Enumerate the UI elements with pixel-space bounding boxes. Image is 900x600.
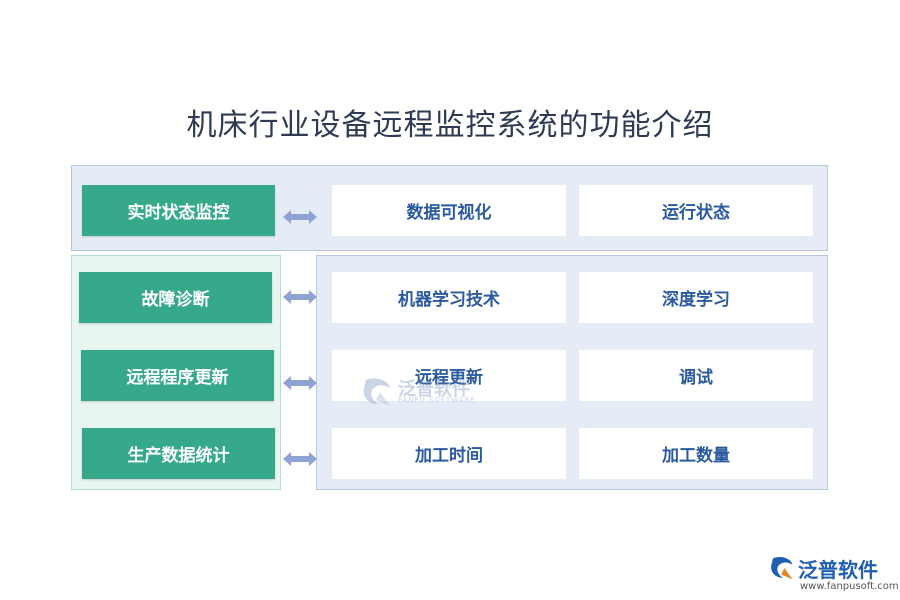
page-title: 机床行业设备远程监控系统的功能介绍 bbox=[186, 108, 714, 143]
watermark-text: 泛普软件 bbox=[398, 379, 470, 400]
category-remote-program-update: 远程程序更新 bbox=[81, 350, 274, 401]
feature-running-status: 运行状态 bbox=[579, 185, 813, 236]
double-arrow-icon bbox=[283, 290, 317, 304]
category-fault-diagnosis: 故障诊断 bbox=[79, 272, 272, 323]
fanpu-logo-icon bbox=[363, 378, 390, 406]
feature-processing-quantity: 加工数量 bbox=[579, 428, 813, 479]
feature-remote-update: 远程更新 bbox=[332, 350, 566, 401]
double-arrow-icon bbox=[283, 452, 317, 466]
fanpu-logo-icon bbox=[771, 556, 793, 580]
feature-debugging: 调试 bbox=[579, 350, 813, 401]
feature-machine-learning: 机器学习技术 bbox=[332, 272, 566, 323]
double-arrow-icon bbox=[283, 210, 317, 224]
brand-url: www.fanpusoft.com bbox=[800, 581, 899, 592]
brand-logo: 泛普软件 www.fanpusoft.com bbox=[768, 552, 899, 596]
feature-data-visualization: 数据可视化 bbox=[332, 185, 566, 236]
feature-processing-time: 加工时间 bbox=[332, 428, 566, 479]
double-arrow-icon bbox=[283, 376, 317, 390]
category-production-statistics: 生产数据统计 bbox=[82, 428, 275, 479]
brand-name: 泛普软件 bbox=[798, 558, 878, 582]
feature-deep-learning: 深度学习 bbox=[579, 272, 813, 323]
watermark-subtext: FANPU SOFTWARE bbox=[398, 396, 476, 404]
watermark: 泛普软件 FANPU SOFTWARE bbox=[360, 374, 490, 410]
category-realtime-monitoring: 实时状态监控 bbox=[82, 185, 275, 236]
